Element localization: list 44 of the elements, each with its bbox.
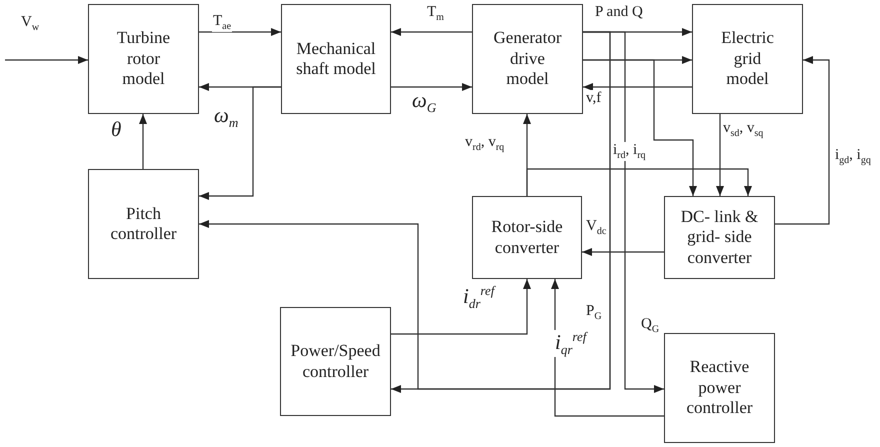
- process-box: [664, 196, 775, 279]
- block-label: Rotor-side converter: [490, 217, 564, 258]
- arrow: [526, 168, 752, 196]
- arrow: [199, 31, 611, 390]
- process-box: [692, 4, 803, 114]
- arrow: [391, 28, 472, 36]
- arrow: [391, 279, 531, 335]
- edge-label: Q$_{G}$: [640, 316, 660, 335]
- block-label: DC- link & grid- side converter: [680, 206, 760, 268]
- edge-label: T$_{m}$: [426, 4, 445, 23]
- edge-label: V$_{w}$: [20, 14, 40, 33]
- block-label: Pitch controller: [109, 204, 178, 244]
- process-box: [88, 169, 199, 279]
- block-label: Turbine rotor model: [116, 28, 172, 90]
- block-label: Reactive power controller: [685, 357, 754, 419]
- block-label: Mechanical shaft model: [295, 38, 377, 80]
- arrow: [583, 83, 692, 91]
- arrow: [583, 59, 697, 196]
- arrow: [139, 114, 147, 169]
- edge-label: P$_{G}$: [585, 303, 603, 322]
- block-label: Electric grid model: [720, 28, 775, 90]
- edge-label: V$_{dc}$: [585, 218, 608, 237]
- edge-label: T$_{ae}$: [212, 13, 232, 32]
- arrow: [391, 83, 472, 91]
- edge-label: i$_{rd}$, i$_{rq}$: [612, 142, 647, 161]
- block-label: Generator drive model: [492, 28, 562, 90]
- arrow: [5, 56, 88, 64]
- edge-label: i$_{gd}$, i$_{gq}$: [834, 147, 872, 166]
- arrow: [775, 56, 830, 225]
- process-box: [281, 4, 391, 114]
- process-box: [664, 333, 775, 443]
- arrow: [583, 31, 664, 393]
- arrow: [551, 279, 664, 417]
- arrow: [199, 28, 281, 36]
- process-box: [472, 196, 582, 279]
- process-box: [280, 307, 391, 416]
- edge-label: P and Q: [594, 4, 644, 20]
- edge-label: v,f: [585, 90, 602, 106]
- arrow: [199, 86, 281, 200]
- process-box: [88, 4, 199, 114]
- arrow: [582, 248, 664, 256]
- block-label: Power/Speed controller: [290, 341, 382, 382]
- process-box: [472, 4, 583, 114]
- arrow: [716, 114, 724, 196]
